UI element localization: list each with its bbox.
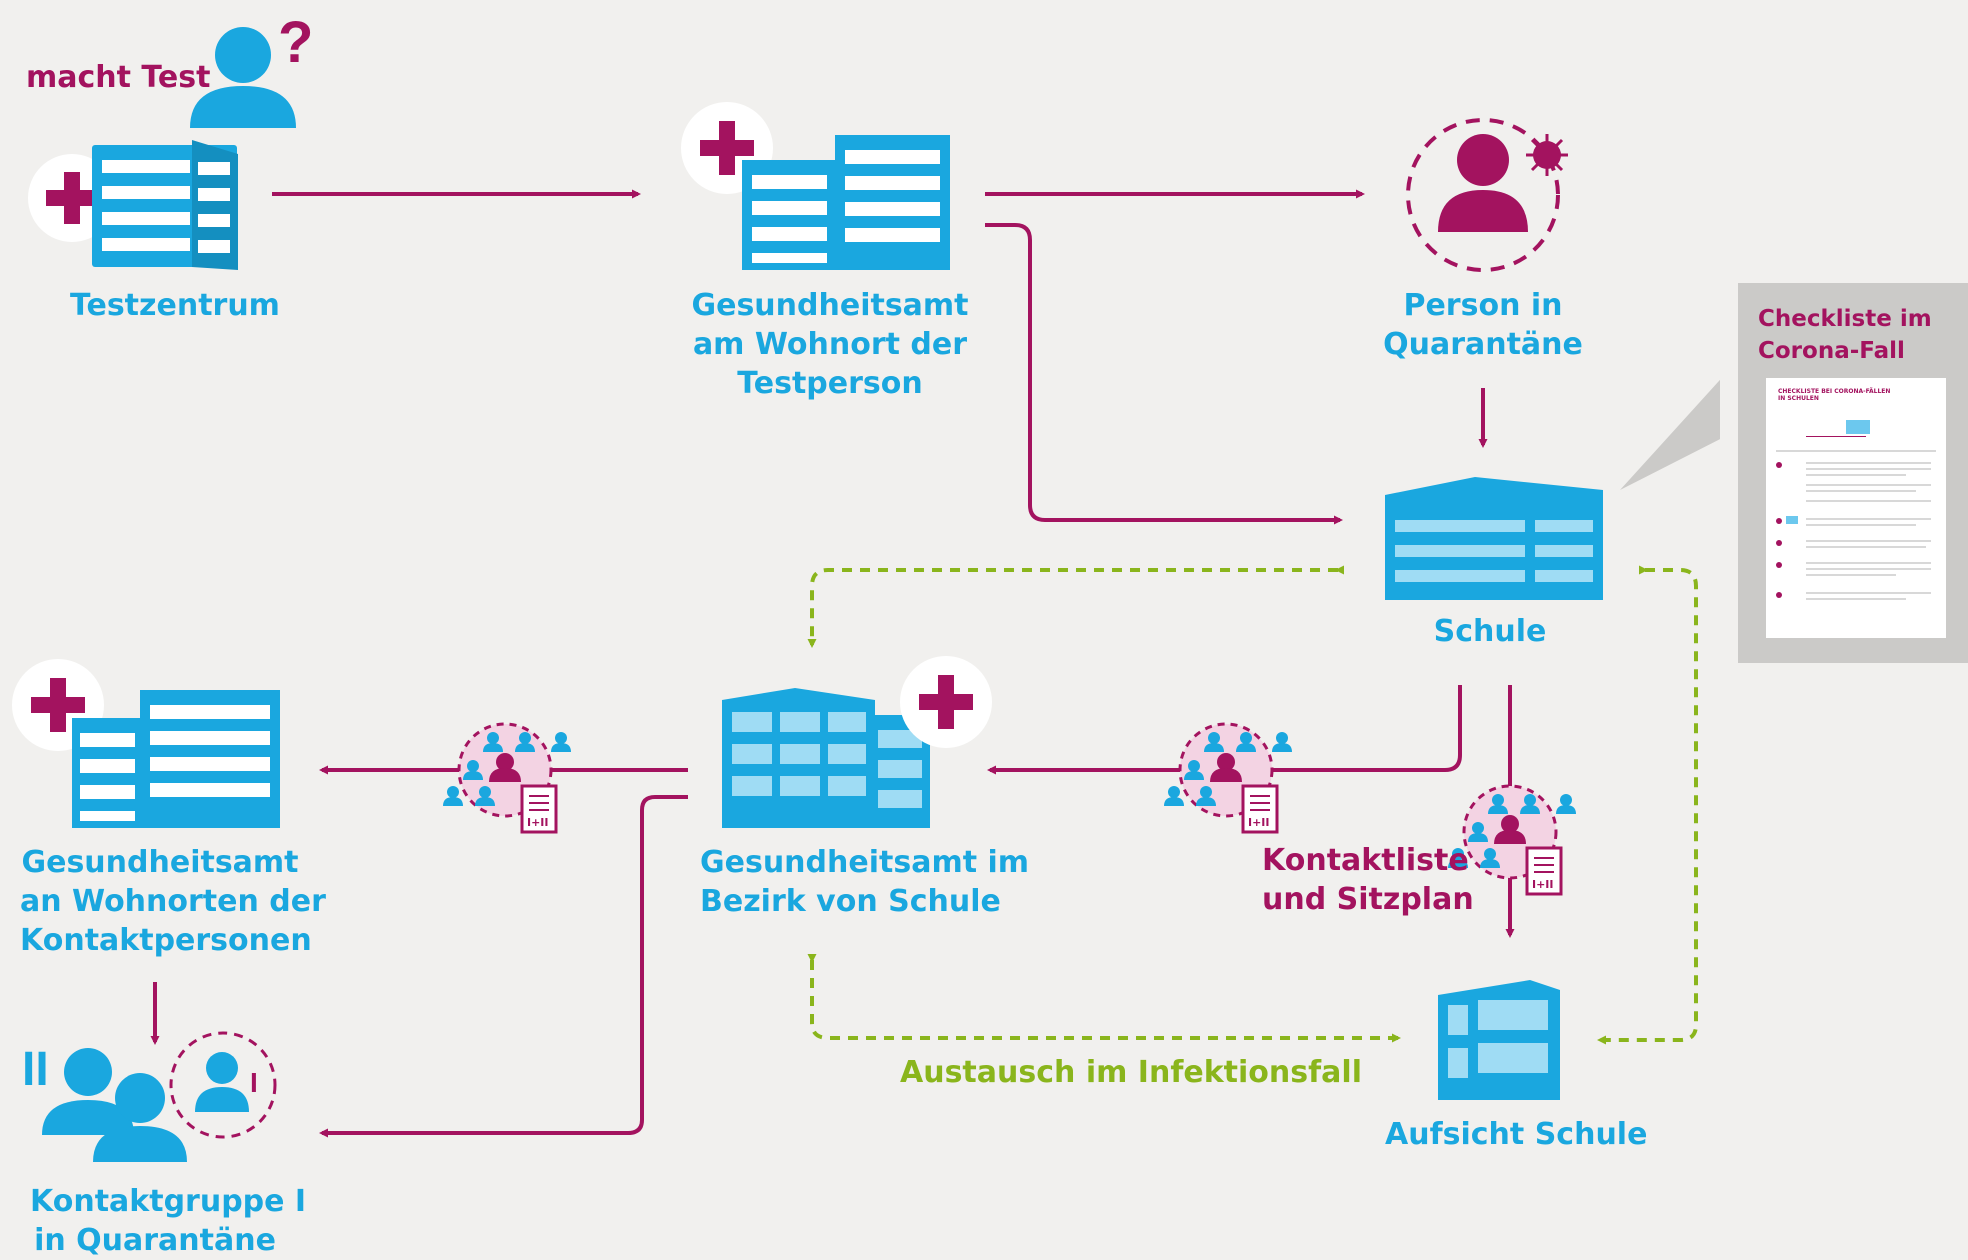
- health-office-residence-label: Gesundheitsamt am Wohnort der Testperson: [690, 286, 970, 403]
- label-line: am Wohnort der: [692, 327, 968, 362]
- checklist-pointer: [1620, 379, 1720, 490]
- contact-document-icon: I+II: [443, 722, 571, 834]
- label-line: und Sitzplan: [1262, 882, 1474, 917]
- doc-rule: [1806, 598, 1906, 600]
- label-line: IN SCHULEN: [1778, 395, 1819, 402]
- group-one-mark: I: [250, 1067, 258, 1098]
- doc-bullet: [1776, 562, 1782, 568]
- group-two-mark: II: [22, 1043, 49, 1096]
- infected-person-icon: [1406, 118, 1568, 272]
- checklist-document-icon: CHECKLISTE BEI CORONA-FÄLLEN IN SCHULEN: [1766, 378, 1946, 638]
- label-line: Checkliste im: [1758, 306, 1932, 332]
- document-mark: I+II: [1532, 878, 1554, 891]
- doc-rule: [1806, 592, 1931, 594]
- supervision-building-icon: [1438, 980, 1560, 1100]
- doc-bullet: [1776, 518, 1782, 524]
- checklist-title: Checkliste im Corona-Fall: [1758, 303, 1932, 367]
- health-office-building-icon: [12, 659, 280, 828]
- doc-rule: [1806, 524, 1916, 526]
- contact-group-icon: II I: [22, 1031, 277, 1162]
- doc-rule: [1806, 562, 1931, 564]
- doc-rule: [1806, 540, 1931, 542]
- label-line: Gesundheitsamt: [691, 288, 969, 323]
- label-line: Gesundheitsamt: [21, 845, 299, 880]
- doc-figure: [1846, 420, 1870, 434]
- label-line: Kontaktgruppe I: [30, 1184, 307, 1219]
- doc-rule: [1806, 468, 1931, 470]
- doc-bullet: [1776, 540, 1782, 546]
- person-question-icon: ?: [190, 10, 313, 128]
- document-mark: I+II: [527, 816, 549, 829]
- label-line: Person in: [1403, 288, 1563, 323]
- label-line: Bezirk von Schule: [700, 884, 1001, 919]
- document-mark: I+II: [1248, 816, 1270, 829]
- doc-rule: [1806, 484, 1931, 486]
- contact-list-label: Kontaktliste und Sitzplan: [1262, 841, 1474, 919]
- exchange-school-supervision: [1597, 565, 1698, 1045]
- label-line: CHECKLISTE BEI CORONA-FÄLLEN: [1778, 388, 1891, 395]
- exchange-district-supervision: [807, 954, 1401, 1043]
- doc-figure: [1786, 516, 1798, 524]
- label-line: an Wohnorten der: [20, 884, 326, 919]
- exchange-label: Austausch im Infektionsfall: [900, 1055, 1362, 1090]
- school-building-icon: [1385, 477, 1603, 600]
- health-office-building-icon: [28, 140, 238, 270]
- doc-rule: [1806, 436, 1866, 437]
- arrow-district-to-group: [319, 795, 688, 1138]
- doc-rule: [1806, 474, 1906, 476]
- doc-rule: [1806, 500, 1931, 502]
- doc-rule: [1776, 450, 1936, 452]
- doc-rule: [1806, 462, 1931, 464]
- question-mark: ?: [278, 10, 313, 75]
- person-quarantine-label: Person in Quarantäne: [1383, 286, 1583, 364]
- health-office-district-label: Gesundheitsamt im Bezirk von Schule: [700, 843, 1030, 921]
- exchange-school-district: [807, 565, 1344, 648]
- label-line: Gesundheitsamt im: [700, 845, 1030, 880]
- label-line: Kontaktliste: [1262, 843, 1469, 878]
- doc-heading: CHECKLISTE BEI CORONA-FÄLLEN IN SCHULEN: [1778, 388, 1890, 402]
- health-office-building-icon: [681, 102, 950, 270]
- label-line: in Quarantäne: [34, 1223, 276, 1258]
- label-line: Quarantäne: [1383, 327, 1583, 362]
- doc-bullet: [1776, 592, 1782, 598]
- arrow-school-to-district: [987, 685, 1462, 775]
- doc-rule: [1806, 568, 1931, 570]
- doc-rule: [1806, 574, 1896, 576]
- contact-document-icon: I+II: [1448, 784, 1576, 896]
- doc-rule: [1806, 546, 1926, 548]
- school-label: Schule: [1433, 614, 1547, 649]
- doc-rule: [1806, 490, 1916, 492]
- school-supervision-label: Aufsicht Schule: [1385, 1117, 1648, 1152]
- doc-bullet: [1776, 462, 1782, 468]
- test-action-label: macht Test: [26, 60, 211, 95]
- test-center-label: Testzentrum: [70, 288, 280, 323]
- label-line: Kontaktpersonen: [20, 923, 312, 958]
- arrow-office-to-school: [985, 223, 1343, 525]
- health-office-building-icon: [722, 656, 992, 828]
- arrows-green-dashed: [807, 565, 1698, 1045]
- health-office-contacts-label: Gesundheitsamt an Wohnorten der Kontaktp…: [20, 843, 326, 960]
- contact-group-label: Kontaktgruppe I in Quarantäne: [30, 1182, 307, 1260]
- doc-rule: [1806, 518, 1931, 520]
- label-line: Testperson: [737, 366, 923, 401]
- checklist-panel: Checkliste im Corona-Fall CHECKLISTE BEI…: [1738, 283, 1968, 663]
- label-line: Corona-Fall: [1758, 338, 1905, 364]
- contact-document-icon: I+II: [1164, 722, 1292, 834]
